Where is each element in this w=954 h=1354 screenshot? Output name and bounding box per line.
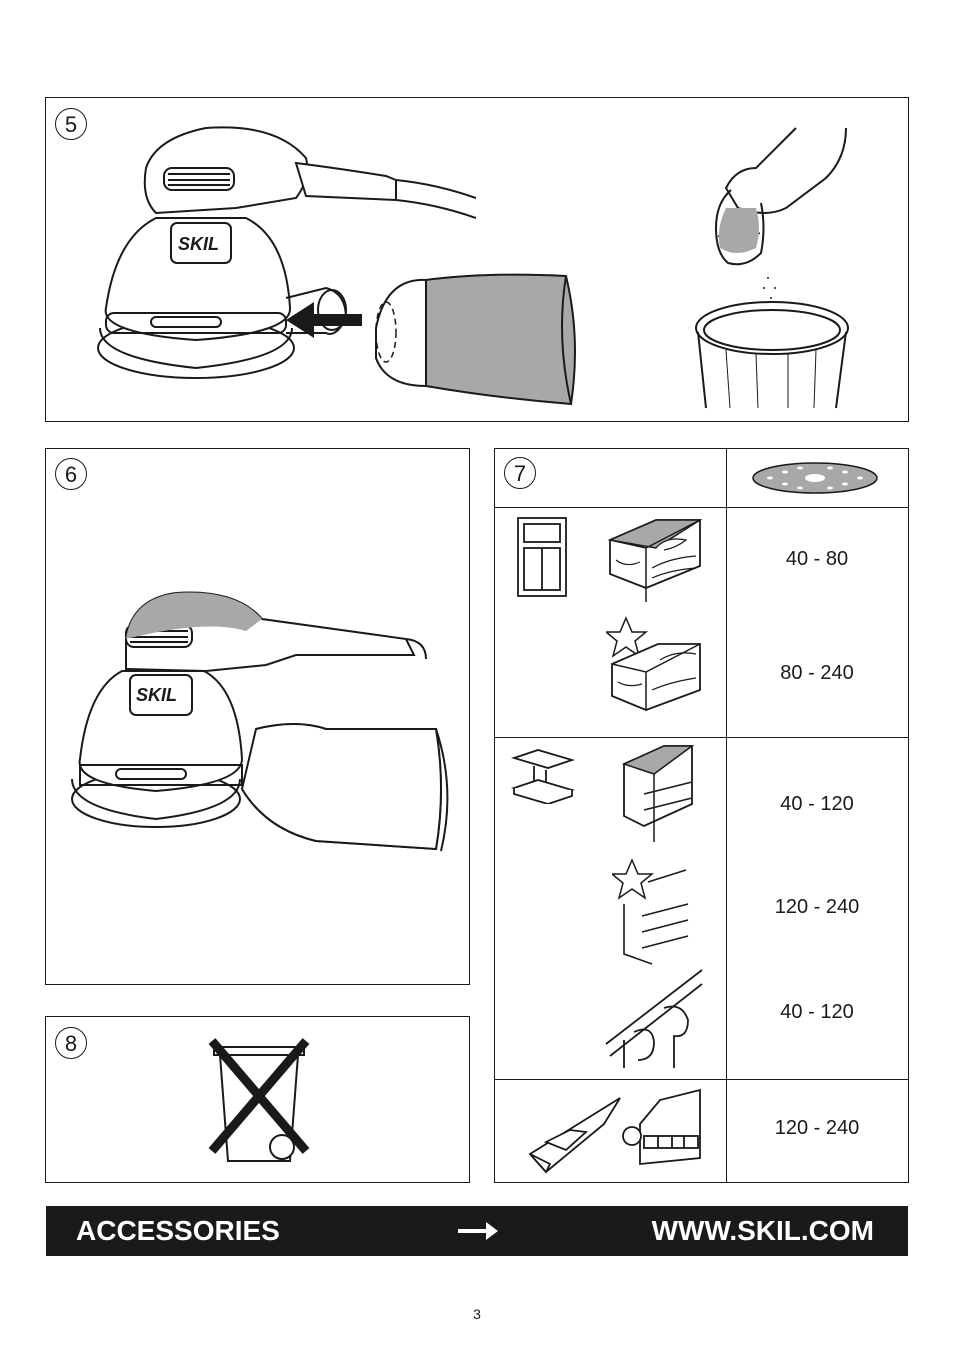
sanding-disc-icon	[752, 462, 878, 494]
right-arrow-icon	[458, 1222, 498, 1240]
panel-step-8: 8	[45, 1016, 470, 1183]
panel-step-5: 5 SKIL	[45, 97, 909, 422]
step-number-8: 8	[55, 1027, 87, 1059]
step-number-5: 5	[55, 108, 87, 140]
panel-step-7-grit-table	[494, 448, 909, 1183]
accessories-label: ACCESSORIES	[76, 1215, 280, 1246]
brand-logo: SKIL	[178, 234, 219, 254]
step-number-7: 7	[504, 457, 536, 489]
grit-value-paint-removal: 40 - 120	[780, 1001, 854, 1023]
website-link[interactable]: WWW.SKIL.COM	[651, 1215, 874, 1246]
table-divider-vertical	[726, 448, 727, 1183]
grit-value-metal-fine: 120 - 240	[774, 896, 860, 918]
window-frame-icon	[517, 517, 567, 597]
grit-value-vehicles: 120 - 240	[774, 1117, 860, 1139]
wood-coarse-icon	[607, 519, 702, 602]
car-icon	[622, 1088, 701, 1165]
emptying-dust-illustration	[695, 127, 849, 409]
accessories-banner: ACCESSORIES WWW.SKIL.COM	[46, 1206, 908, 1256]
table-divider-wood	[494, 737, 909, 738]
panel-step-6: 6 SKIL	[45, 448, 470, 985]
page-number: 3	[473, 1306, 481, 1322]
dust-bag-illustration	[375, 273, 576, 406]
metal-beam-icon	[510, 749, 576, 804]
crossed-out-bin-icon	[208, 1038, 310, 1162]
table-divider-metal	[494, 1079, 909, 1080]
railing-icon	[605, 969, 703, 1068]
metal-coarse-icon	[621, 745, 694, 842]
boat-icon	[528, 1097, 621, 1174]
wood-fine-icon	[606, 616, 701, 711]
metal-fine-icon	[612, 858, 689, 965]
sander-illustration: SKIL	[97, 126, 476, 379]
sander-with-dust-bag-illustration: SKIL	[71, 591, 449, 852]
insert-arrow-icon	[286, 302, 362, 338]
grit-value-wood-fine: 80 - 240	[780, 662, 854, 684]
step-number-6: 6	[55, 458, 87, 490]
table-divider-header	[494, 507, 909, 508]
grit-value-wood-coarse: 40 - 80	[785, 548, 849, 570]
brand-logo: SKIL	[136, 685, 177, 705]
grit-value-metal-coarse: 40 - 120	[780, 793, 854, 815]
